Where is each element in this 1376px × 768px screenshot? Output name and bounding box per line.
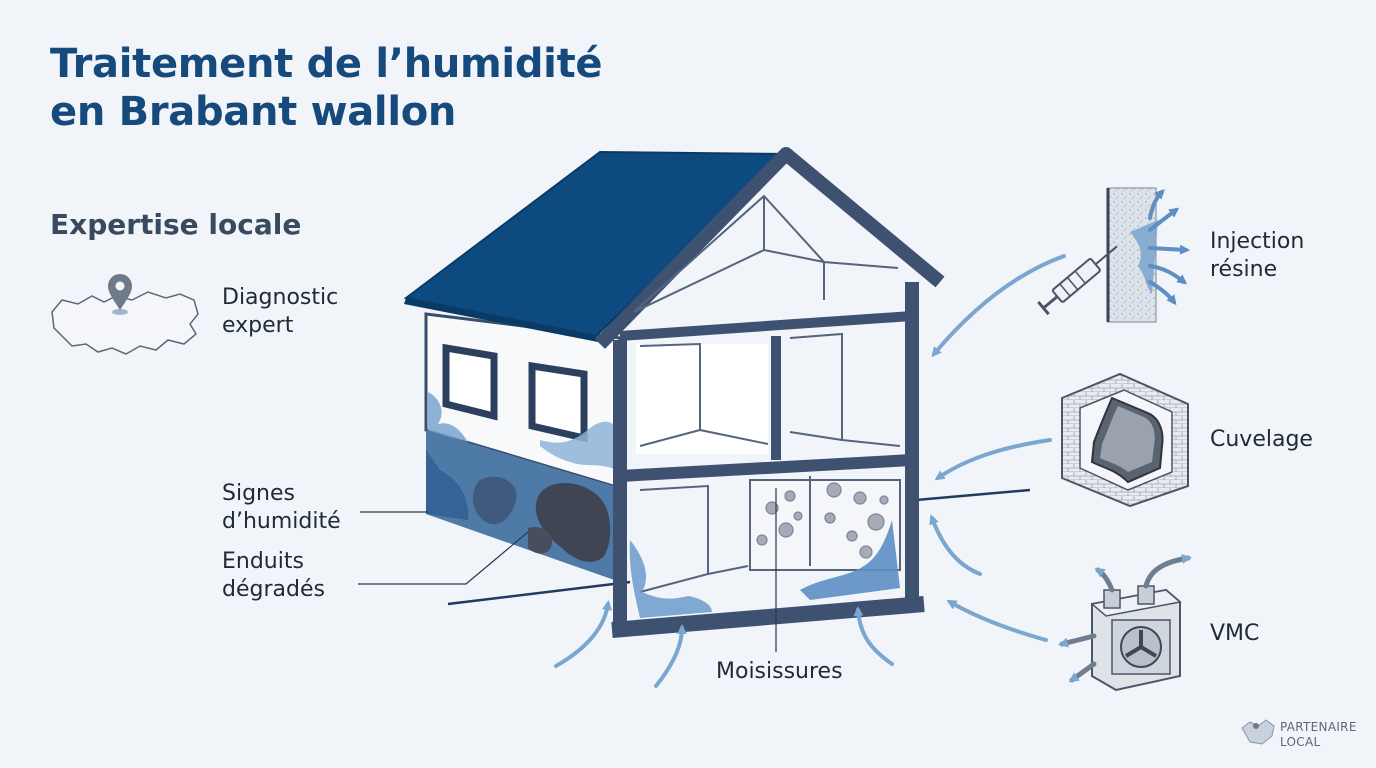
water-puddle-left	[629, 540, 712, 618]
injection-label-line-2: résine	[1210, 257, 1278, 282]
syringe-injection-icon	[1037, 187, 1190, 323]
injection-label-line-1: Injection	[1210, 229, 1305, 254]
water-puddle-right	[800, 520, 900, 600]
upper-floor-room	[636, 332, 901, 460]
partner-badge: PARTENAIRE LOCAL	[1280, 720, 1357, 750]
window-left	[442, 343, 498, 421]
diagnostic-label-line-2: expert	[222, 313, 294, 338]
ventilation-unit-icon	[1058, 554, 1192, 692]
leader-plaster	[358, 531, 529, 585]
section-subtitle: Expertise locale	[50, 208, 302, 241]
mold-spores	[756, 482, 889, 559]
title-line-2: en Brabant wallon	[50, 89, 457, 135]
plaster-label-line-2: dégradés	[222, 577, 325, 602]
house-frame	[594, 147, 945, 638]
window-right	[528, 361, 588, 443]
plaster-label-line-1: Enduits	[222, 549, 304, 574]
roof	[403, 150, 789, 338]
damp-band	[426, 430, 620, 582]
ground-line	[447, 580, 631, 606]
brabant-map-icon	[51, 274, 199, 355]
diagnostic-label: Diagnostic expert	[222, 284, 338, 340]
title-line-1: Traitement de l’humidité	[50, 41, 603, 87]
mold-label: Moisissures	[716, 659, 843, 684]
signs-label-line-2: d’humidité	[222, 509, 341, 534]
vmc-label: VMC	[1210, 620, 1259, 648]
badge-line-2: LOCAL	[1280, 735, 1321, 749]
diagnostic-label-line-1: Diagnostic	[222, 285, 339, 310]
vmc-label-line-1: VMC	[1210, 621, 1260, 646]
moisture-arrows	[554, 254, 1066, 688]
plaster-label: Enduits dégradés	[222, 548, 325, 604]
cuvelage-label: Cuvelage	[1210, 426, 1313, 454]
belgium-badge-icon	[1241, 719, 1275, 745]
signs-label: Signes d’humidité	[222, 480, 341, 536]
badge-line-1: PARTENAIRE	[1280, 720, 1357, 734]
ground-line-right	[915, 488, 1031, 502]
injection-label: Injection résine	[1210, 228, 1304, 284]
page-title: Traitement de l’humidité en Brabant wall…	[50, 40, 603, 136]
signs-label-line-1: Signes	[222, 481, 295, 506]
tanking-basin-icon	[1061, 372, 1189, 508]
cuvelage-label-line-1: Cuvelage	[1210, 427, 1313, 452]
attic-room	[633, 194, 899, 313]
